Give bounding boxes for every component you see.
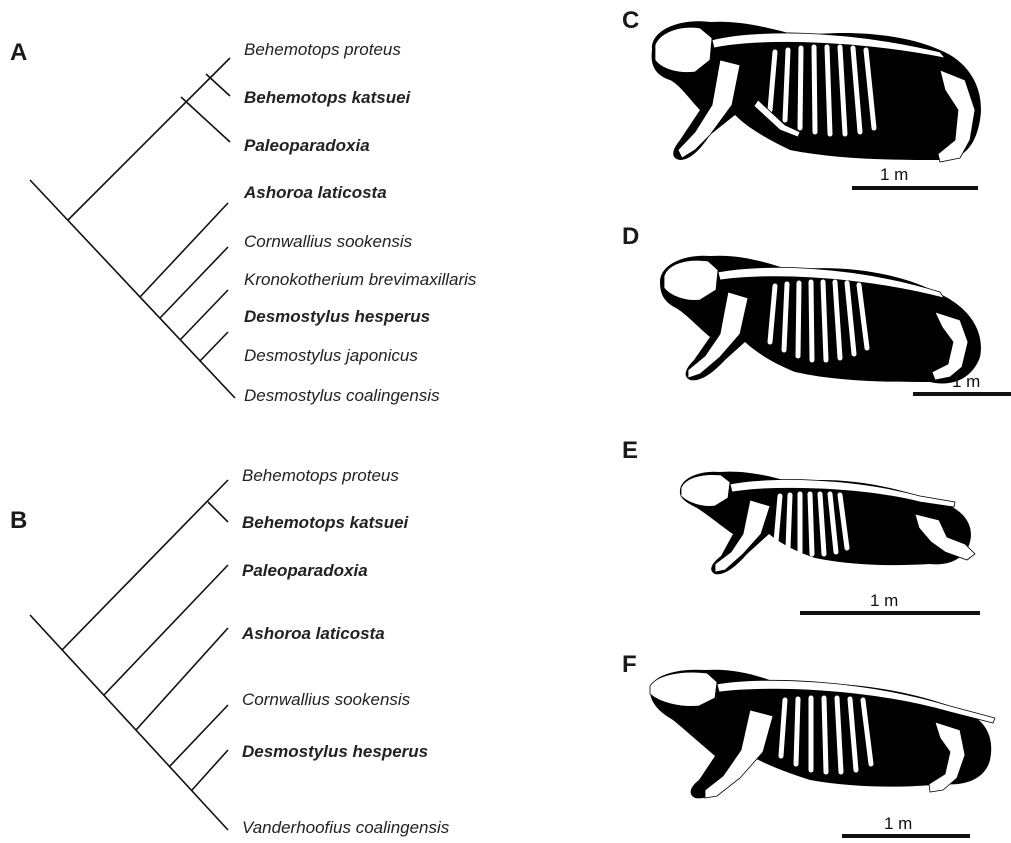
tree-b-taxon-label: Vanderhoofius coalingensis bbox=[242, 818, 450, 837]
cladogram-b: Behemotops proteus Behemotops katsuei Pa… bbox=[30, 466, 450, 837]
tree-b-branch bbox=[208, 502, 228, 522]
tree-a-spine bbox=[30, 180, 235, 398]
tree-b-taxon-label: Behemotops katsuei bbox=[242, 513, 410, 532]
tree-a-taxon-label: Paleoparadoxia bbox=[244, 136, 370, 155]
tree-a-taxon-label: Desmostylus hesperus bbox=[244, 307, 430, 326]
tree-b-branch bbox=[192, 750, 228, 790]
tree-a-branch bbox=[140, 203, 228, 297]
tree-b-taxon-label: Ashoroa laticosta bbox=[241, 624, 385, 643]
tree-a-taxon-label: Ashoroa laticosta bbox=[243, 183, 387, 202]
cladogram-a: Behemotops proteus Behemotops katsuei Pa… bbox=[30, 40, 477, 405]
panel-label-d: D bbox=[622, 223, 639, 250]
panel-label-b: B bbox=[10, 507, 27, 534]
panel-label-a: A bbox=[10, 39, 27, 66]
tree-b-branch bbox=[62, 480, 228, 650]
tree-b-spine bbox=[30, 615, 228, 830]
tree-a-branch bbox=[200, 332, 228, 361]
skeleton-d bbox=[660, 256, 981, 384]
tree-a-taxon-label: Behemotops katsuei bbox=[244, 88, 412, 107]
panel-label-f: F bbox=[622, 651, 637, 678]
tree-a-taxon-label: Kronokotherium brevimaxillaris bbox=[244, 270, 477, 289]
tree-a-branch bbox=[68, 58, 230, 220]
tree-a-branch bbox=[181, 97, 230, 142]
tree-a-taxon-label: Cornwallius sookensis bbox=[244, 232, 413, 251]
skeleton-e bbox=[680, 472, 975, 575]
tree-a-branch bbox=[180, 290, 228, 340]
panel-label-e: E bbox=[622, 437, 638, 464]
tree-a-taxon-label: Desmostylus japonicus bbox=[244, 346, 418, 365]
scale-label-e: 1 m bbox=[870, 591, 898, 610]
tree-a-branch bbox=[160, 247, 228, 318]
skeleton-f bbox=[650, 670, 995, 799]
tree-b-branch bbox=[104, 565, 228, 695]
tree-b-taxon-label: Desmostylus hesperus bbox=[242, 742, 428, 761]
skeleton-c bbox=[652, 21, 981, 162]
tree-a-taxon-label: Behemotops proteus bbox=[244, 40, 401, 59]
scale-label-f: 1 m bbox=[884, 814, 912, 833]
scale-label-d: 1 m bbox=[952, 372, 980, 391]
tree-a-taxon-label: Desmostylus coalingensis bbox=[244, 386, 440, 405]
tree-b-taxon-label: Paleoparadoxia bbox=[242, 561, 368, 580]
tree-b-branch bbox=[170, 705, 228, 766]
tree-a-branch bbox=[206, 74, 230, 96]
scale-label-c: 1 m bbox=[880, 165, 908, 184]
tree-b-branch bbox=[136, 628, 228, 730]
tree-b-taxon-label: Cornwallius sookensis bbox=[242, 690, 411, 709]
tree-b-taxon-label: Behemotops proteus bbox=[242, 466, 399, 485]
panel-label-c: C bbox=[622, 7, 639, 34]
